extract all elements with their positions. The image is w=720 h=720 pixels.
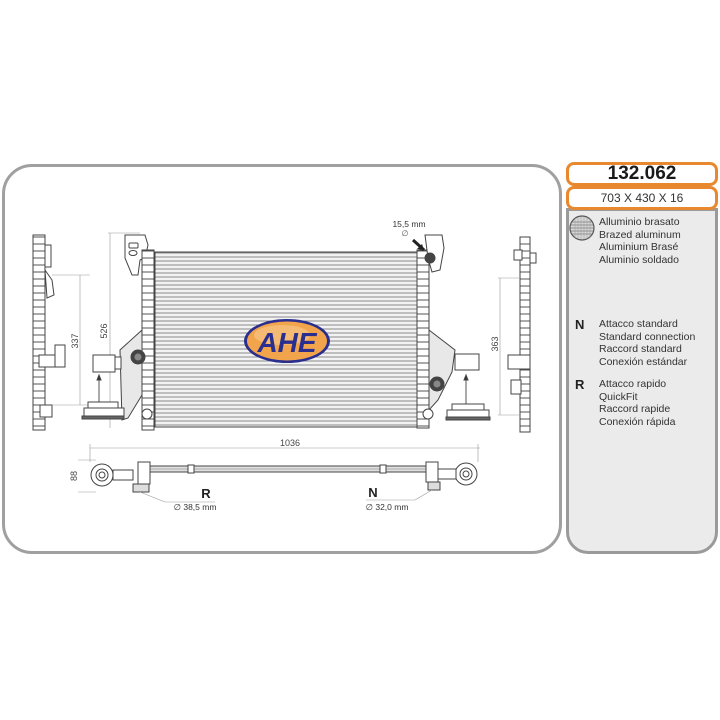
material-line: Brazed aluminum: [599, 228, 681, 241]
top-port-size: 15,5 mm: [392, 219, 425, 229]
ahe-logo: AHE: [244, 319, 330, 363]
connection-r-label: Attacco rapido QuickFit Raccord rapide C…: [599, 378, 675, 428]
port-r-diameter: ∅ 38,5 mm: [174, 502, 217, 512]
connection-line: Conexión rápida: [599, 415, 676, 428]
material-line: Alluminio brasato: [599, 216, 680, 228]
connection-line: Raccord rapide: [599, 403, 671, 415]
dim-depth: 88: [69, 471, 79, 481]
right-side-view: [498, 236, 537, 433]
top-view: [78, 444, 480, 503]
legend-panel: [566, 208, 718, 554]
port-n-diameter: ∅ 32,0 mm: [366, 502, 409, 512]
dim-front-height: 526: [99, 323, 109, 338]
product-dimensions: 703 X 430 X 16: [566, 186, 718, 210]
logo-text: AHE: [256, 327, 317, 358]
material-label: Alluminio brasato Brazed aluminum Alumin…: [599, 216, 681, 266]
brazed-aluminum-icon: [569, 215, 595, 241]
port-r-letter: R: [201, 486, 211, 501]
connection-line: QuickFit: [599, 390, 638, 403]
connection-line: Conexión estándar: [599, 355, 688, 368]
dim-overall-width: 1036: [280, 438, 300, 448]
port-n-letter: N: [368, 485, 377, 500]
connection-line: Raccord standard: [599, 343, 682, 355]
material-line: Aluminio soldado: [599, 253, 679, 266]
right-tank: [416, 234, 491, 429]
connection-line: Attacco standard: [599, 318, 678, 330]
top-port-callout: 15,5 mm ∅: [392, 219, 426, 252]
dim-right-height: 363: [490, 336, 500, 351]
product-code: 132.062: [566, 162, 718, 186]
connection-line: Standard connection: [599, 330, 696, 343]
connection-line: Attacco rapido: [599, 378, 667, 390]
diameter-symbol: ∅: [402, 229, 409, 238]
dim-left-height: 337: [70, 333, 80, 348]
left-side-view: [32, 234, 90, 431]
connection-n-label: Attacco standard Standard connection Rac…: [599, 318, 695, 368]
connection-letter-r: R: [575, 377, 585, 392]
left-tank: [81, 234, 155, 431]
material-line: Aluminium Brasé: [599, 241, 679, 253]
connection-letter-n: N: [575, 317, 585, 332]
